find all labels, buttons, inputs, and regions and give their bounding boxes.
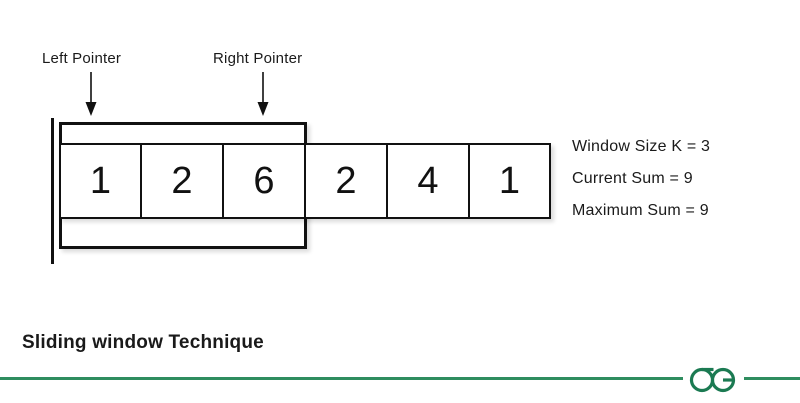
array-cell[interactable]: 4 xyxy=(387,143,469,219)
figure-caption: Sliding window Technique xyxy=(22,332,264,353)
right-pointer-arrow-icon xyxy=(256,72,270,116)
footer-rule-right xyxy=(744,377,800,380)
array-cell[interactable]: 6 xyxy=(223,143,305,219)
array-cell[interactable]: 2 xyxy=(305,143,387,219)
left-pointer-arrow-icon xyxy=(84,72,98,116)
stats-panel: Window Size K = 3 Current Sum = 9 Maximu… xyxy=(572,138,792,220)
array-diagram: 1 2 6 2 4 1 xyxy=(50,116,560,266)
window-size-stat: Window Size K = 3 xyxy=(572,138,711,155)
array-cell-row: 1 2 6 2 4 1 xyxy=(59,143,551,219)
array-cell[interactable]: 1 xyxy=(59,143,141,219)
array-cell[interactable]: 2 xyxy=(141,143,223,219)
footer-rule-left xyxy=(0,377,683,380)
right-pointer-label: Right Pointer xyxy=(213,50,303,67)
geeksforgeeks-logo-icon xyxy=(686,358,740,398)
current-sum-stat: Current Sum = 9 xyxy=(572,170,693,187)
maximum-sum-stat: Maximum Sum = 9 xyxy=(572,202,709,219)
array-cell[interactable]: 1 xyxy=(469,143,551,219)
array-left-boundary-bar xyxy=(51,118,54,264)
left-pointer-label: Left Pointer xyxy=(42,50,122,67)
